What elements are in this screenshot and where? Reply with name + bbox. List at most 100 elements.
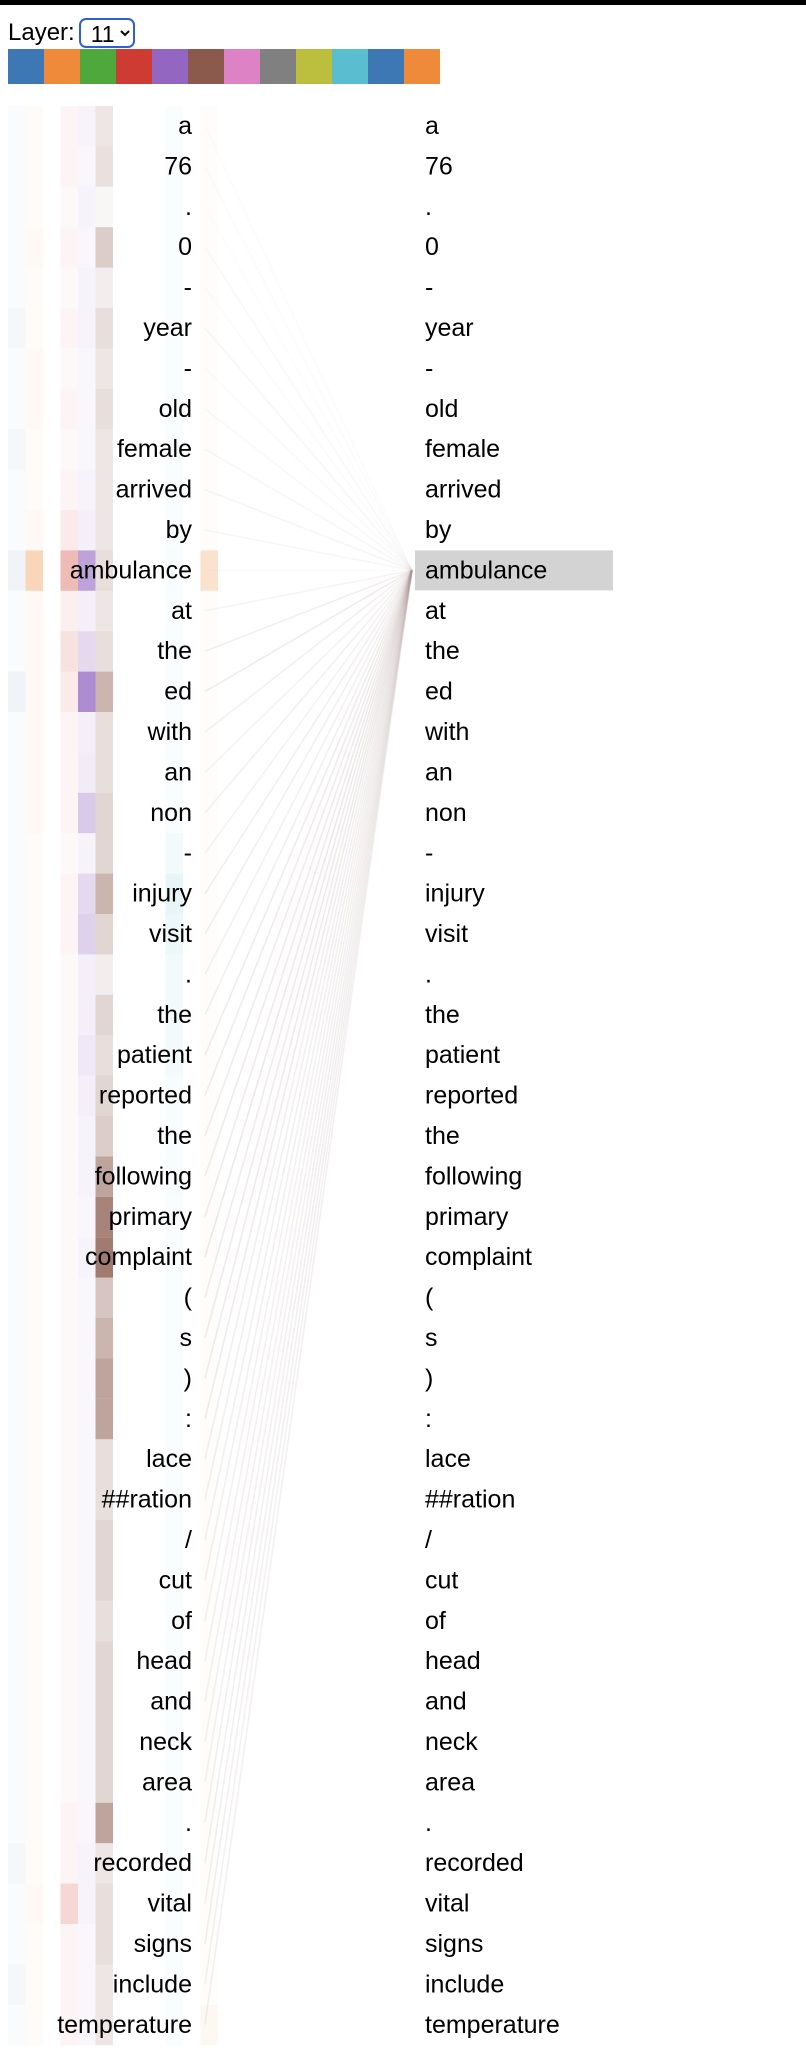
right-token[interactable]: of	[425, 1607, 446, 1635]
left-token[interactable]: -	[184, 839, 192, 867]
left-token[interactable]: patient	[117, 1041, 192, 1069]
left-token[interactable]: the	[157, 1122, 192, 1150]
right-token[interactable]: at	[425, 597, 446, 625]
left-token[interactable]: ambulance	[70, 556, 192, 584]
left-token[interactable]: by	[166, 516, 193, 544]
left-token[interactable]: year	[143, 314, 192, 342]
right-token[interactable]: patient	[425, 1041, 500, 1069]
head-swatch-6[interactable]	[224, 49, 260, 84]
right-token[interactable]: cut	[425, 1566, 458, 1594]
left-token[interactable]: and	[150, 1688, 192, 1716]
head-swatch-1[interactable]	[44, 49, 80, 84]
right-token[interactable]: -	[425, 354, 433, 382]
left-token[interactable]: cut	[159, 1566, 192, 1594]
left-token[interactable]: )	[184, 1364, 192, 1392]
left-token[interactable]: ##ration	[102, 1486, 192, 1514]
right-token[interactable]: following	[425, 1162, 522, 1190]
left-token[interactable]: lace	[146, 1445, 192, 1473]
right-token[interactable]: signs	[425, 1930, 483, 1958]
left-token[interactable]: temperature	[57, 2011, 192, 2039]
right-token[interactable]: recorded	[425, 1849, 524, 1877]
right-token[interactable]: an	[425, 758, 453, 786]
right-token[interactable]: ambulance	[425, 556, 547, 584]
right-token[interactable]: -	[425, 274, 433, 302]
left-token[interactable]: 76	[164, 152, 192, 180]
right-token[interactable]: by	[425, 516, 452, 544]
head-swatch-10[interactable]	[368, 49, 404, 84]
head-swatch-4[interactable]	[152, 49, 188, 84]
head-swatch-8[interactable]	[296, 49, 332, 84]
head-swatch-11[interactable]	[404, 49, 440, 84]
left-token[interactable]: reported	[99, 1082, 192, 1110]
left-token[interactable]: area	[142, 1768, 192, 1796]
right-token[interactable]: lace	[425, 1445, 471, 1473]
left-token[interactable]: injury	[132, 880, 192, 908]
left-token[interactable]: an	[164, 758, 192, 786]
right-token[interactable]: neck	[425, 1728, 478, 1756]
head-swatch-0[interactable]	[8, 49, 44, 84]
right-token[interactable]: .	[425, 193, 432, 221]
left-token[interactable]: include	[113, 1970, 192, 1998]
left-token[interactable]: head	[136, 1647, 192, 1675]
right-token[interactable]: .	[425, 960, 432, 988]
left-token[interactable]: female	[117, 435, 192, 463]
head-swatch-9[interactable]	[332, 49, 368, 84]
left-token[interactable]: primary	[109, 1203, 193, 1231]
right-token[interactable]: and	[425, 1688, 467, 1716]
right-token[interactable]: /	[425, 1526, 432, 1554]
right-token[interactable]: non	[425, 799, 467, 827]
left-token[interactable]: of	[171, 1607, 192, 1635]
left-token[interactable]: s	[180, 1324, 193, 1352]
left-token[interactable]: ed	[164, 678, 192, 706]
right-token[interactable]: reported	[425, 1082, 518, 1110]
right-token[interactable]: 0	[425, 233, 439, 261]
left-token[interactable]: signs	[134, 1930, 192, 1958]
right-token[interactable]: ed	[425, 678, 453, 706]
left-token[interactable]: following	[95, 1162, 192, 1190]
right-token[interactable]: area	[425, 1768, 475, 1796]
left-token[interactable]: arrived	[116, 476, 192, 504]
right-token[interactable]: include	[425, 1970, 504, 1998]
head-swatch-2[interactable]	[80, 49, 116, 84]
right-token[interactable]: .	[425, 1809, 432, 1837]
head-swatch-5[interactable]	[188, 49, 224, 84]
right-token[interactable]: )	[425, 1364, 433, 1392]
right-token[interactable]: temperature	[425, 2011, 560, 2039]
right-token[interactable]: s	[425, 1324, 438, 1352]
right-token[interactable]: ##ration	[425, 1486, 515, 1514]
left-token[interactable]: the	[157, 637, 192, 665]
right-token[interactable]: injury	[425, 880, 485, 908]
right-token[interactable]: vital	[425, 1890, 469, 1918]
layer-select[interactable]: 11	[78, 18, 135, 48]
left-token[interactable]: old	[159, 395, 192, 423]
left-token[interactable]: visit	[149, 920, 192, 948]
left-token[interactable]: -	[184, 274, 192, 302]
head-swatch-3[interactable]	[116, 49, 152, 84]
right-token[interactable]: :	[425, 1405, 432, 1433]
left-token[interactable]: vital	[148, 1890, 192, 1918]
right-token[interactable]: female	[425, 435, 500, 463]
left-token[interactable]: a	[178, 112, 192, 140]
left-token[interactable]: the	[157, 1001, 192, 1029]
right-token[interactable]: the	[425, 1001, 460, 1029]
right-token[interactable]: the	[425, 637, 460, 665]
right-token[interactable]: a	[425, 112, 439, 140]
left-token[interactable]: -	[184, 354, 192, 382]
left-token[interactable]: .	[185, 960, 192, 988]
left-token[interactable]: with	[147, 718, 192, 746]
right-token[interactable]: the	[425, 1122, 460, 1150]
left-token[interactable]: /	[185, 1526, 192, 1554]
right-token[interactable]: old	[425, 395, 458, 423]
head-swatch-7[interactable]	[260, 49, 296, 84]
right-token[interactable]: -	[425, 839, 433, 867]
right-token[interactable]: visit	[425, 920, 468, 948]
right-token[interactable]: 76	[425, 152, 453, 180]
left-token[interactable]: :	[185, 1405, 192, 1433]
right-token[interactable]: (	[425, 1284, 434, 1312]
right-token[interactable]: head	[425, 1647, 481, 1675]
left-token[interactable]: (	[184, 1284, 193, 1312]
right-token[interactable]: complaint	[425, 1243, 532, 1271]
left-token[interactable]: complaint	[85, 1243, 192, 1271]
left-token[interactable]: 0	[178, 233, 192, 261]
right-token[interactable]: with	[424, 718, 469, 746]
